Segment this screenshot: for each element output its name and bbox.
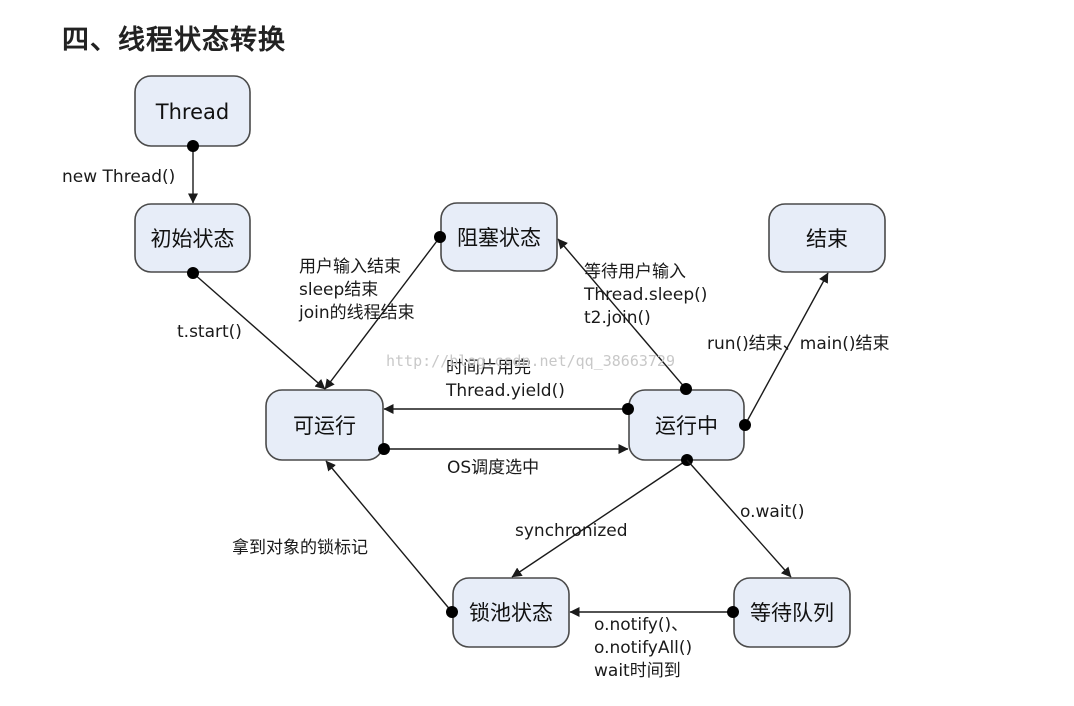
label-running-to-blocked-3: t2.join() (584, 308, 651, 328)
edge-running-to-blocked (557, 238, 692, 395)
node-runnable-label: 可运行 (293, 414, 356, 438)
node-running-label: 运行中 (655, 414, 718, 438)
label-notify-1: o.notify()、 (594, 615, 688, 635)
edge-running-to-end (739, 272, 829, 431)
label-runnable-to-running: OS调度选中 (447, 458, 539, 478)
node-blocked-label: 阻塞状态 (457, 226, 541, 250)
label-notify-3: wait时间到 (594, 661, 681, 681)
node-end: 结束 (768, 203, 886, 273)
node-thread-label: Thread (155, 100, 229, 124)
label-start: t.start() (177, 322, 242, 342)
node-initial-label: 初始状态 (151, 227, 235, 251)
edge-runnable-to-running (378, 443, 629, 455)
watermark-text: http://blog.csdn.net/qq_38663729 (386, 352, 675, 370)
label-running-to-runnable-2: Thread.yield() (445, 381, 565, 401)
node-running: 运行中 (628, 389, 745, 461)
label-running-to-blocked-2: Thread.sleep() (583, 285, 707, 305)
label-running-to-blocked-1: 等待用户输入 (584, 262, 686, 282)
node-wait-queue-label: 等待队列 (750, 601, 834, 625)
node-lock-pool-label: 锁池状态 (469, 601, 553, 625)
edge-thread-to-initial (187, 140, 199, 204)
edge-initial-to-runnable (187, 267, 326, 390)
edge-running-to-wait-queue (686, 459, 792, 578)
label-blocked-to-runnable-1: 用户输入结束 (299, 257, 401, 277)
label-running-to-end: run()结束、main()结束 (707, 334, 890, 354)
node-initial: 初始状态 (134, 203, 251, 273)
label-blocked-to-runnable-2: sleep结束 (299, 280, 378, 300)
node-blocked: 阻塞状态 (440, 202, 558, 272)
node-wait-queue: 等待队列 (733, 577, 851, 648)
label-wait: o.wait() (740, 502, 804, 522)
label-blocked-to-runnable-3: join的线程结束 (298, 303, 415, 323)
label-lock-to-runnable: 拿到对象的锁标记 (232, 537, 368, 558)
node-end-label: 结束 (806, 227, 848, 251)
label-notify-2: o.notifyAll() (594, 638, 692, 658)
node-runnable: 可运行 (265, 389, 384, 461)
page-title: 四、线程状态转换 (62, 25, 286, 56)
label-new-thread: new Thread() (62, 167, 175, 187)
label-synchronized: synchronized (515, 521, 628, 541)
label-running-to-runnable-1: 时间片用完 (446, 358, 531, 378)
edge-lock-pool-to-runnable (325, 460, 458, 618)
edge-running-to-runnable (383, 403, 634, 415)
node-thread: Thread (134, 75, 251, 147)
edge-blocked-to-runnable (324, 231, 446, 390)
edge-wait-queue-to-lock-pool (569, 606, 739, 618)
node-lock-pool: 锁池状态 (452, 577, 570, 648)
